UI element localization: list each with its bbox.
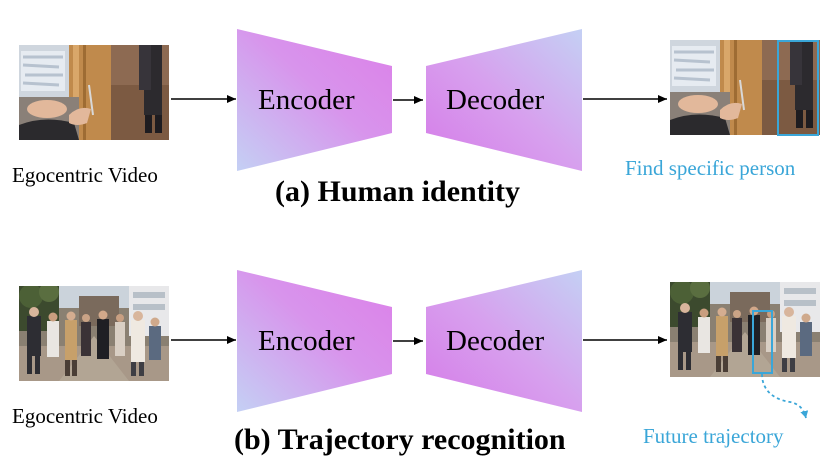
decoder-shape-b bbox=[426, 270, 582, 412]
output-caption-a: Find specific person bbox=[625, 156, 796, 180]
output-video-frame-b bbox=[670, 278, 820, 377]
input-caption-a: Egocentric Video bbox=[12, 163, 158, 187]
encoder-label-b: Encoder bbox=[258, 325, 355, 357]
input-video-frame-a bbox=[19, 45, 169, 140]
panel-b bbox=[19, 270, 820, 419]
decoder-label-a: Decoder bbox=[446, 84, 545, 116]
encoder-label-a: Encoder bbox=[258, 84, 355, 116]
input-video-frame-b bbox=[19, 282, 169, 381]
encoder-shape-a bbox=[237, 29, 392, 171]
decoder-shape-a bbox=[426, 29, 582, 171]
output-video-frame-a bbox=[670, 40, 820, 135]
trajectory-target-box bbox=[752, 310, 773, 374]
panel-a bbox=[19, 29, 820, 171]
encoder-shape-b bbox=[237, 270, 392, 412]
trajectory-dashed-arrow bbox=[761, 373, 809, 419]
person-bounding-box bbox=[777, 40, 819, 136]
panel-title-b: (b) Trajectory recognition bbox=[234, 423, 566, 456]
panel-title-a: (a) Human identity bbox=[275, 175, 521, 208]
input-caption-b: Egocentric Video bbox=[12, 404, 158, 428]
decoder-label-b: Decoder bbox=[446, 325, 545, 357]
output-caption-b: Future trajectory bbox=[643, 424, 784, 448]
